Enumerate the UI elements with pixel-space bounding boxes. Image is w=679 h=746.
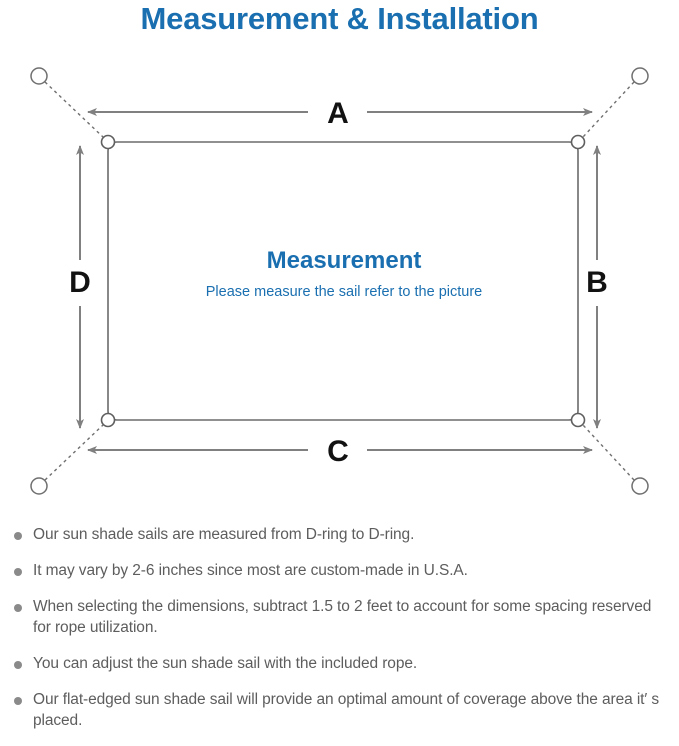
list-item: It may vary by 2-6 inches since most are… (0, 560, 679, 581)
measurement-diagram: A C D B Measurement Please measure the s… (0, 46, 679, 516)
list-item: When selecting the dimensions, subtract … (0, 596, 679, 638)
list-item-text: Our sun shade sails are measured from D-… (33, 526, 415, 543)
bullet-icon (14, 532, 22, 540)
dimension-label-d: D (69, 266, 91, 299)
rope-bottom-left (44, 424, 104, 481)
d-rings (100, 134, 586, 428)
bullet-icon (14, 604, 22, 612)
bullet-icon (14, 697, 22, 705)
anchor-points (30, 67, 649, 495)
list-item-text: You can adjust the sun shade sail with t… (33, 655, 418, 672)
dimension-label-b: B (586, 266, 608, 299)
rope-bottom-right (582, 424, 635, 481)
dimension-label-a: A (327, 97, 349, 130)
rope-top-right (582, 81, 635, 138)
d-ring-bottom-right-icon (570, 412, 586, 428)
bullet-icon (14, 568, 22, 576)
list-item-text: It may vary by 2-6 inches since most are… (33, 562, 468, 579)
diagram-center-subtitle: Please measure the sail refer to the pic… (206, 284, 482, 300)
anchor-top-right-icon (631, 67, 649, 85)
anchor-bottom-left-icon (30, 477, 48, 495)
list-item: Our sun shade sails are measured from D-… (0, 524, 679, 545)
list-item-text: Our flat-edged sun shade sail will provi… (33, 691, 660, 729)
rope-top-left (44, 81, 104, 138)
d-ring-top-left-icon (100, 134, 116, 150)
diagram-svg: A C D B Measurement Please measure the s… (30, 67, 649, 495)
d-ring-bottom-left-icon (100, 412, 116, 428)
dimension-label-c: C (327, 435, 349, 468)
list-item: Our flat-edged sun shade sail will provi… (0, 689, 679, 731)
list-item-text: When selecting the dimensions, subtract … (33, 598, 652, 636)
diagram-center-title: Measurement (267, 247, 422, 274)
notes-list: Our sun shade sails are measured from D-… (0, 524, 679, 746)
bullet-icon (14, 661, 22, 669)
rope-lines (44, 81, 635, 481)
list-item: You can adjust the sun shade sail with t… (0, 653, 679, 674)
page-title: Measurement & Installation (140, 1, 539, 36)
anchor-top-left-icon (30, 67, 48, 85)
sail-rectangle (107, 141, 579, 421)
anchor-bottom-right-icon (631, 477, 649, 495)
d-ring-top-right-icon (570, 134, 586, 150)
